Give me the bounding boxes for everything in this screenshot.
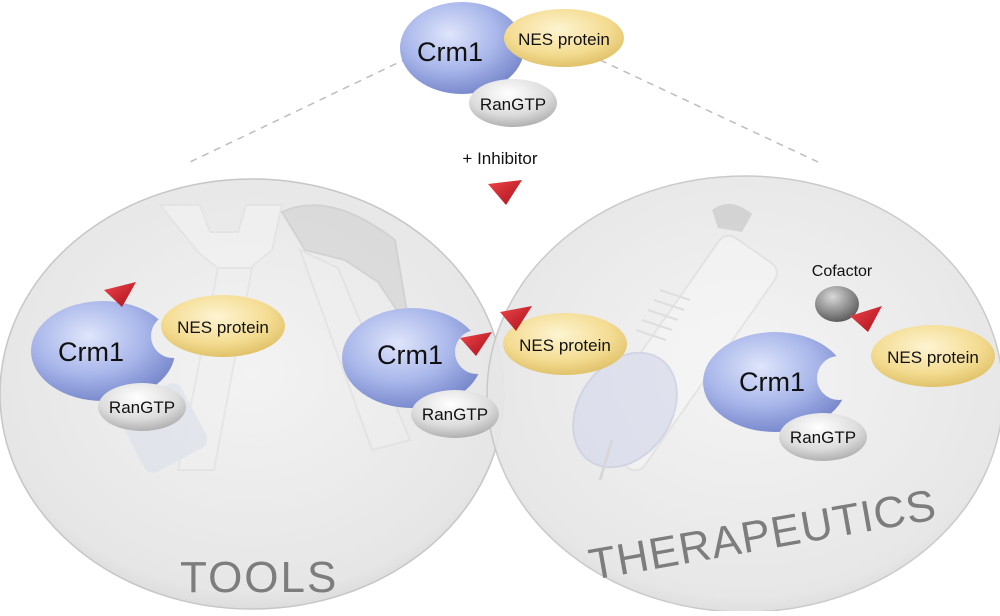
tools-a-crm1-shape xyxy=(31,301,175,401)
inhibitor-triangle-icon xyxy=(488,180,522,205)
top-crm1-label: Crm1 xyxy=(417,37,483,67)
tools-complex-a: Crm1 NES protein RanGTP xyxy=(31,282,285,431)
cofactor-label: Cofactor xyxy=(812,263,873,280)
tools-title: TOOLS xyxy=(180,553,338,602)
tools-a-crm1-label: Crm1 xyxy=(58,337,124,367)
therapeutics-crm1-label: Crm1 xyxy=(739,367,805,397)
tools-b-nes-shape xyxy=(503,313,627,375)
tools-b-crm1-shape xyxy=(342,308,482,408)
tools-b-inhibitor-icon-2 xyxy=(500,306,532,331)
tools-complex-b: Crm1 NES protein RanGTP xyxy=(342,306,627,438)
top-complex: Crm1 NES protein RanGTP xyxy=(400,2,624,127)
therapeutics-inhibitor-icon xyxy=(850,306,882,332)
tools-a-nes-label: NES protein xyxy=(177,318,269,337)
syringe-icon xyxy=(572,203,778,481)
tools-b-inhibitor-icon xyxy=(460,332,492,356)
therapeutics-ran-label: RanGTP xyxy=(790,428,856,447)
tools-b-ran-shape xyxy=(411,390,499,438)
cofactor-shape xyxy=(815,286,859,322)
projection-line-right xyxy=(599,59,819,163)
tools-b-nes-label: NES protein xyxy=(519,336,611,355)
therapeutics-nes-label: NES protein xyxy=(887,348,979,367)
top-ran-shape xyxy=(469,79,557,127)
tools-b-ran-label: RanGTP xyxy=(422,405,488,424)
therapeutics-complex: Cofactor Crm1 NES protein RanGTP xyxy=(703,263,995,461)
top-nes-label: NES protein xyxy=(518,30,610,49)
tools-a-nes-shape xyxy=(161,295,285,357)
therapeutics-nes-shape xyxy=(871,325,995,387)
top-crm1-shape xyxy=(400,2,524,94)
tools-a-ran-shape xyxy=(98,383,186,431)
tools-b-crm1-label: Crm1 xyxy=(377,340,443,370)
top-nes-shape xyxy=(504,9,624,67)
therapeutics-crm1-shape xyxy=(703,332,847,432)
projection-line-left xyxy=(189,57,409,163)
inhibitor-label: + Inhibitor xyxy=(462,149,537,168)
tools-a-ran-label: RanGTP xyxy=(109,398,175,417)
top-ran-label: RanGTP xyxy=(480,95,546,114)
therapeutics-ran-shape xyxy=(779,413,867,461)
tools-a-inhibitor-icon xyxy=(104,282,136,307)
